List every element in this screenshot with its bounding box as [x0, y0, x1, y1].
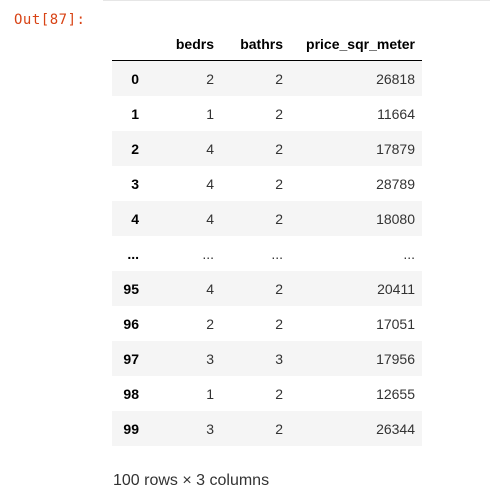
- cell-price-sqr-meter: 26344: [376, 420, 415, 437]
- cell-bathrs: ...: [271, 245, 283, 262]
- row-index: 4: [131, 210, 139, 227]
- cell-bathrs: 2: [275, 175, 283, 192]
- table-row: 4 4 2 18080: [112, 201, 422, 236]
- row-index: 97: [123, 350, 139, 367]
- cell-price-sqr-meter: ...: [403, 245, 415, 262]
- cell-bedrs: 1: [206, 385, 214, 402]
- table-row: 1 1 2 11664: [112, 96, 422, 131]
- dataframe-table: bedrs bathrs price_sqr_meter 0 2 2 26818…: [112, 28, 422, 446]
- cell-bathrs: 2: [275, 210, 283, 227]
- column-header-bedrs: bedrs: [152, 28, 221, 61]
- cell-price-sqr-meter: 28789: [376, 175, 415, 192]
- cell-price-sqr-meter: 18080: [376, 210, 415, 227]
- row-index: 96: [123, 315, 139, 332]
- cell-top-divider: [103, 0, 490, 1]
- table-row-ellipsis: ... ... ... ...: [112, 236, 422, 271]
- row-index: 98: [123, 385, 139, 402]
- cell-bedrs: 2: [206, 315, 214, 332]
- table-row: 2 4 2 17879: [112, 131, 422, 166]
- cell-bathrs: 2: [275, 140, 283, 157]
- table-row: 97 3 3 17956: [112, 341, 422, 376]
- cell-bathrs: 2: [275, 280, 283, 297]
- cell-bedrs: 3: [206, 350, 214, 367]
- row-index: 0: [131, 70, 139, 87]
- table-row: 95 4 2 20411: [112, 271, 422, 306]
- table-row: 0 2 2 26818: [112, 60, 422, 96]
- output-prompt: Out[87]:: [14, 12, 86, 28]
- index-header: [112, 28, 152, 61]
- row-index: 99: [123, 420, 139, 437]
- table-row: 98 1 2 12655: [112, 376, 422, 411]
- cell-bedrs: 2: [206, 70, 214, 87]
- row-index: 3: [131, 175, 139, 192]
- cell-bathrs: 2: [275, 420, 283, 437]
- cell-bedrs: 4: [206, 210, 214, 227]
- cell-price-sqr-meter: 17956: [376, 350, 415, 367]
- table-row: 96 2 2 17051: [112, 306, 422, 341]
- cell-bedrs: ...: [202, 245, 214, 262]
- cell-bathrs: 2: [275, 385, 283, 402]
- cell-bathrs: 2: [275, 70, 283, 87]
- row-index: ...: [127, 245, 139, 262]
- cell-bedrs: 1: [206, 105, 214, 122]
- table-row: 3 4 2 28789: [112, 166, 422, 201]
- cell-price-sqr-meter: 17879: [376, 140, 415, 157]
- cell-price-sqr-meter: 26818: [376, 70, 415, 87]
- cell-bedrs: 4: [206, 140, 214, 157]
- row-index: 2: [131, 140, 139, 157]
- column-header-price-sqr-meter: price_sqr_meter: [290, 28, 422, 61]
- cell-bathrs: 2: [275, 315, 283, 332]
- cell-bedrs: 4: [206, 280, 214, 297]
- row-index: 1: [131, 105, 139, 122]
- column-header-bathrs: bathrs: [221, 28, 290, 61]
- cell-bedrs: 3: [206, 420, 214, 437]
- dataframe-shape-summary: 100 rows × 3 columns: [113, 472, 270, 489]
- cell-price-sqr-meter: 17051: [376, 315, 415, 332]
- cell-price-sqr-meter: 11664: [377, 105, 415, 122]
- cell-price-sqr-meter: 12655: [376, 385, 415, 402]
- cell-bathrs: 2: [275, 105, 283, 122]
- cell-bathrs: 3: [275, 350, 283, 367]
- cell-price-sqr-meter: 20411: [377, 280, 415, 297]
- cell-bedrs: 4: [206, 175, 214, 192]
- table-row: 99 3 2 26344: [112, 411, 422, 446]
- header-row: bedrs bathrs price_sqr_meter: [112, 28, 422, 61]
- row-index: 95: [123, 280, 139, 297]
